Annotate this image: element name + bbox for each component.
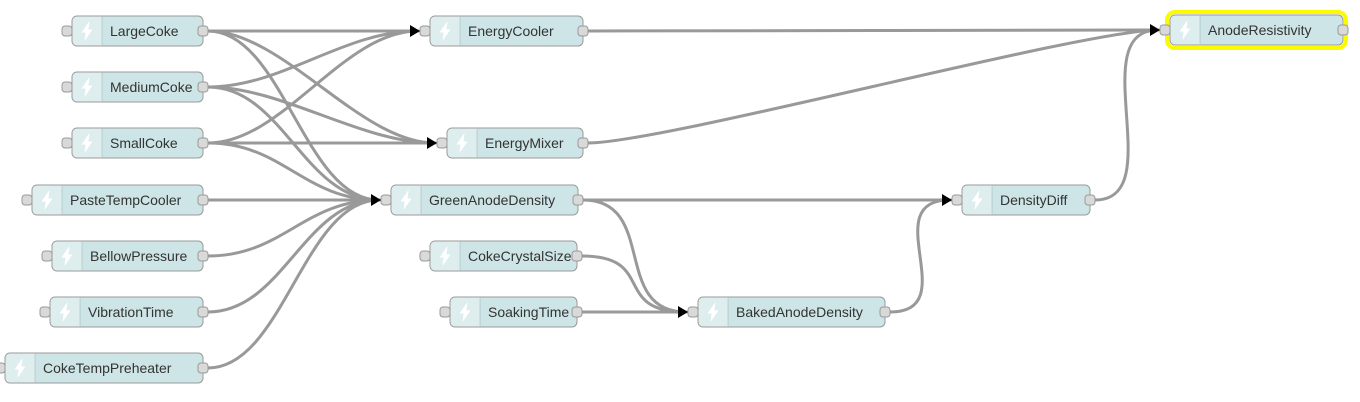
output-port[interactable]: [197, 137, 209, 149]
input-arrow-icon: [427, 137, 437, 149]
output-port[interactable]: [197, 362, 209, 374]
node-CokeTempPreheater[interactable]: CokeTempPreheater: [0, 352, 209, 384]
wire-EnergyCooler-to-AnodeResistivity[interactable]: [586, 28, 1160, 33]
node-GreenAnodeDensity[interactable]: GreenAnodeDensity: [371, 184, 584, 216]
input-port[interactable]: [0, 362, 6, 374]
input-port[interactable]: [439, 306, 451, 318]
node-EnergyMixer[interactable]: EnergyMixer: [427, 127, 589, 159]
input-arrow-icon: [1150, 24, 1160, 36]
output-port[interactable]: [197, 81, 209, 93]
lightning-bolt-icon: [439, 21, 451, 41]
node-CokeCrystalSize[interactable]: CokeCrystalSize: [419, 240, 583, 272]
wire-SmallCoke-to-GreenAnodeDensity[interactable]: [206, 141, 381, 202]
output-port[interactable]: [577, 137, 589, 149]
output-port[interactable]: [197, 194, 209, 206]
wire-LargeCoke-to-EnergyMixer[interactable]: [206, 29, 437, 145]
wire-MediumCoke-to-EnergyMixer[interactable]: [206, 85, 437, 145]
lightning-bolt-icon: [971, 190, 983, 210]
output-port[interactable]: [1084, 194, 1096, 206]
input-port[interactable]: [1159, 24, 1171, 36]
input-port[interactable]: [61, 25, 73, 37]
wire-CokeCrystalSize-to-BakedAnodeDensity[interactable]: [580, 254, 688, 314]
input-port[interactable]: [380, 194, 392, 206]
lightning-bolt-icon: [400, 190, 412, 210]
wire-DensityDiff-to-AnodeResistivity[interactable]: [1093, 28, 1160, 202]
lightning-bolt-icon: [59, 302, 71, 322]
output-port[interactable]: [197, 250, 209, 262]
lightning-bolt-icon: [41, 190, 53, 210]
input-port[interactable]: [21, 194, 33, 206]
wire-EnergyMixer-to-AnodeResistivity[interactable]: [586, 28, 1160, 145]
input-port[interactable]: [41, 250, 53, 262]
input-port[interactable]: [61, 81, 73, 93]
output-port[interactable]: [572, 194, 584, 206]
lightning-bolt-icon: [1179, 20, 1191, 40]
node-SoakingTime[interactable]: SoakingTime: [439, 296, 583, 328]
lightning-bolt-icon: [14, 358, 26, 378]
input-port[interactable]: [39, 306, 51, 318]
node-AnodeResistivity[interactable]: AnodeResistivity: [1150, 10, 1349, 50]
lightning-bolt-icon: [439, 246, 451, 266]
wire-MediumCoke-to-EnergyCooler[interactable]: [206, 29, 420, 89]
node-EnergyCooler[interactable]: EnergyCooler: [410, 15, 589, 47]
input-port[interactable]: [687, 306, 699, 318]
input-port[interactable]: [951, 194, 963, 206]
node-VibrationTime[interactable]: VibrationTime: [39, 296, 209, 328]
input-arrow-icon: [371, 194, 381, 206]
output-port[interactable]: [571, 306, 583, 318]
input-arrow-icon: [410, 25, 420, 37]
input-arrow-icon: [678, 306, 688, 318]
wire-GreenAnodeDensity-to-BakedAnodeDensity[interactable]: [581, 198, 688, 314]
wire-layer: [206, 28, 1160, 370]
lightning-bolt-icon: [81, 77, 93, 97]
input-port[interactable]: [436, 137, 448, 149]
wire-BellowPressure-to-GreenAnodeDensity[interactable]: [206, 198, 381, 258]
node-PasteTempCooler[interactable]: PasteTempCooler: [21, 184, 209, 216]
input-port[interactable]: [419, 250, 431, 262]
node-BellowPressure[interactable]: BellowPressure: [41, 240, 209, 272]
output-port[interactable]: [571, 250, 583, 262]
node-MediumCoke[interactable]: MediumCoke: [61, 71, 209, 103]
wire-LargeCoke-to-GreenAnodeDensity[interactable]: [206, 29, 381, 202]
node-BakedAnodeDensity[interactable]: BakedAnodeDensity: [678, 296, 891, 328]
input-port[interactable]: [419, 25, 431, 37]
lightning-bolt-icon: [81, 21, 93, 41]
output-port[interactable]: [1337, 24, 1349, 36]
output-port[interactable]: [879, 306, 891, 318]
input-arrow-icon: [942, 194, 952, 206]
lightning-bolt-icon: [81, 133, 93, 153]
output-port[interactable]: [577, 25, 589, 37]
lightning-bolt-icon: [459, 302, 471, 322]
output-port[interactable]: [197, 306, 209, 318]
input-port[interactable]: [61, 137, 73, 149]
wire-VibrationTime-to-GreenAnodeDensity[interactable]: [206, 198, 381, 314]
output-port[interactable]: [197, 25, 209, 37]
lightning-bolt-icon: [456, 133, 468, 153]
wire-CokeTempPreheater-to-GreenAnodeDensity[interactable]: [206, 198, 381, 370]
wire-BakedAnodeDensity-to-DensityDiff[interactable]: [888, 198, 952, 314]
node-DensityDiff[interactable]: DensityDiff: [942, 184, 1096, 216]
lightning-bolt-icon: [61, 246, 73, 266]
node-SmallCoke[interactable]: SmallCoke: [61, 127, 209, 159]
wire-SmallCoke-to-EnergyCooler[interactable]: [206, 29, 420, 145]
lightning-bolt-icon: [707, 302, 719, 322]
node-LargeCoke[interactable]: LargeCoke: [61, 15, 209, 47]
